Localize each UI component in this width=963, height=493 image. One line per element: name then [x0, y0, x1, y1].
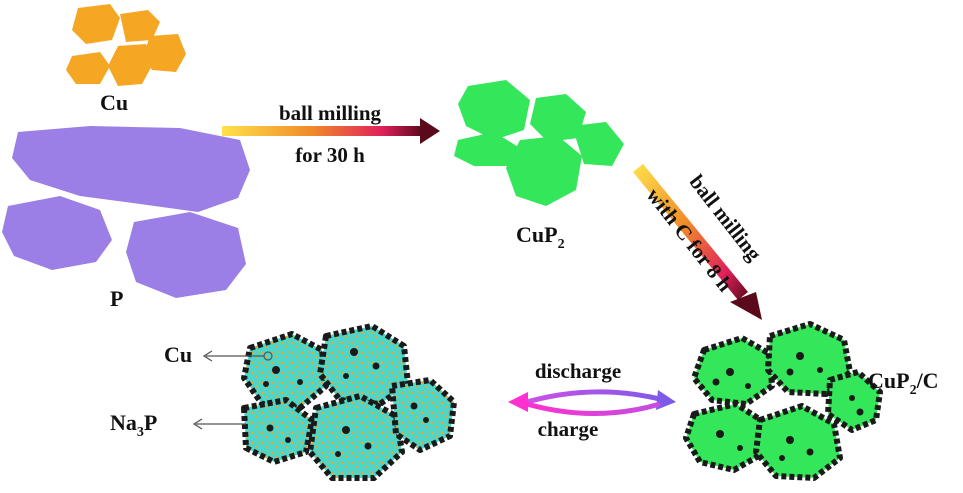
step1-label-line1: ball milling — [279, 101, 382, 125]
cup2-label: CuP2 — [516, 222, 565, 252]
cup2-c-composite — [683, 321, 883, 481]
step1-label-line2: for 30 h — [295, 143, 365, 167]
discharge-label: discharge — [535, 359, 621, 383]
cu-top-label: Cu — [100, 90, 128, 115]
cup2c-label: CuP2/C — [868, 368, 939, 398]
cup2c-label-base: CuP — [868, 368, 910, 393]
ball-milling-arrow-1 — [222, 118, 440, 144]
p-label: P — [110, 286, 123, 311]
na3p-pointer-arrow — [192, 418, 246, 430]
na3p-label-sub: 3 — [137, 425, 144, 440]
cu-bottom-label: Cu — [164, 342, 192, 367]
cup2-particles — [454, 80, 624, 206]
na3p-label: Na3P — [110, 410, 157, 440]
p-particles — [2, 126, 250, 298]
cup2-label-base: CuP — [516, 222, 558, 247]
cu-particles — [66, 4, 186, 86]
discharge-charge-arrows — [508, 389, 676, 417]
charge-label: charge — [538, 417, 599, 441]
na3p-cu-composite — [241, 323, 457, 481]
cup2-label-sub: 2 — [558, 237, 565, 252]
cu-pointer-arrow — [202, 350, 264, 362]
na3p-label-tail: P — [144, 410, 157, 435]
na3p-label-base: Na — [110, 410, 137, 435]
cup2c-label-tail: /C — [916, 368, 939, 393]
cup2c-label-sub: 2 — [910, 383, 917, 398]
ball-milling-arrow-2 — [633, 164, 762, 320]
